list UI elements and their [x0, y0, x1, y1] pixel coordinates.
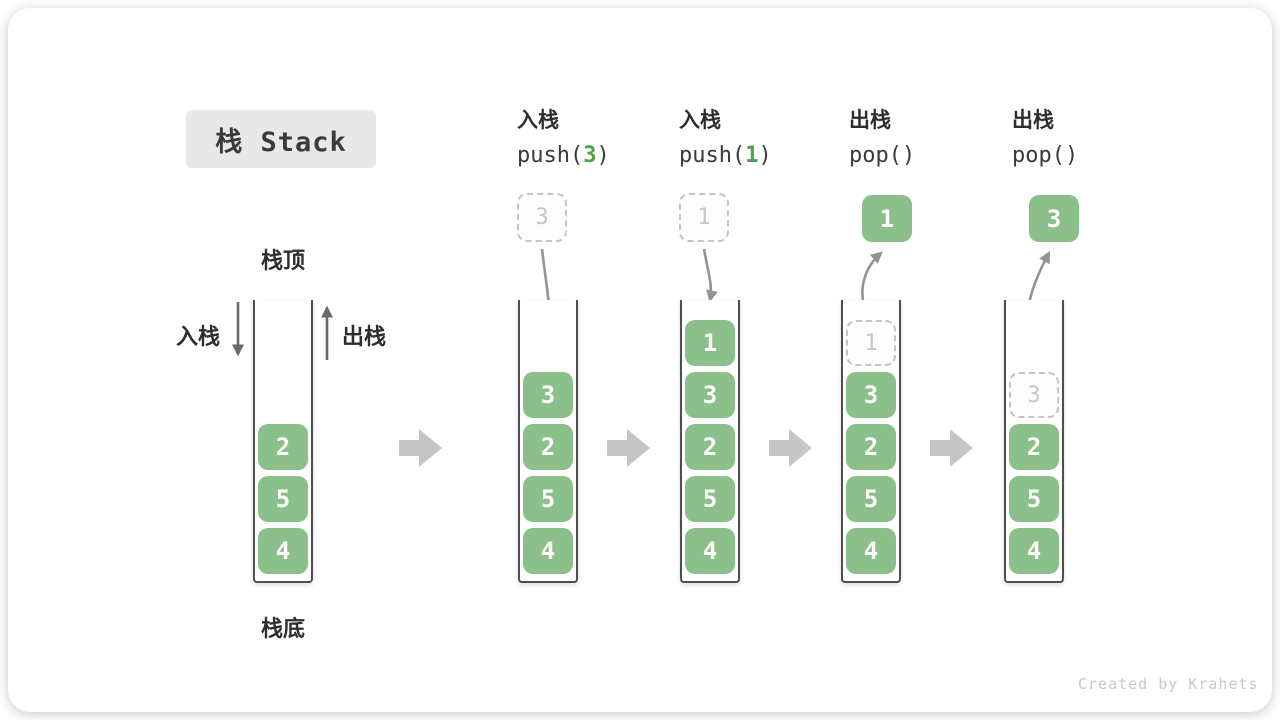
- operation-caption: 出栈 pop(): [1012, 104, 1162, 168]
- stack-block: 2: [685, 424, 735, 470]
- operation-name: 出栈: [1012, 109, 1054, 132]
- watermark: Created by Krahets: [1078, 675, 1259, 693]
- stack-block: 4: [1009, 528, 1059, 574]
- operation-code: push(3): [517, 143, 610, 168]
- stack-block: 4: [685, 528, 735, 574]
- removed-block-ghost: 1: [846, 320, 896, 366]
- stack-block: 4: [258, 528, 308, 574]
- stack-container: 1 3 2 5 4: [841, 300, 901, 583]
- removed-block-ghost: 3: [1009, 372, 1059, 418]
- stack-block: 3: [523, 372, 573, 418]
- operation-code: pop(): [1012, 143, 1079, 168]
- stack-block: 1: [685, 320, 735, 366]
- outgoing-value-box: 3: [1029, 195, 1079, 242]
- operation-name: 入栈: [679, 109, 721, 132]
- stack-container: 3 2 5 4: [1004, 300, 1064, 583]
- stack-block: 2: [258, 424, 308, 470]
- outgoing-value-box: 1: [862, 195, 912, 242]
- incoming-value-box: 1: [679, 193, 729, 242]
- stack-block: 4: [523, 528, 573, 574]
- stack-container: 3 2 5 4: [518, 300, 578, 583]
- stack-block: 2: [1009, 424, 1059, 470]
- stack-block: 3: [685, 372, 735, 418]
- operation-code: pop(): [849, 143, 916, 168]
- stack-block: 5: [523, 476, 573, 522]
- stack-container: 1 3 2 5 4: [680, 300, 740, 583]
- operation-name: 入栈: [517, 109, 559, 132]
- operation-arg: 3: [583, 143, 597, 168]
- incoming-value-box: 3: [517, 193, 567, 242]
- operation-name: 出栈: [849, 109, 891, 132]
- stack-block: 4: [846, 528, 896, 574]
- pop-side-label: 出栈: [342, 324, 387, 349]
- operation-caption: 出栈 pop(): [849, 104, 999, 168]
- stack-block: 3: [846, 372, 896, 418]
- operation-arg: 1: [745, 143, 759, 168]
- stack-container: 2 5 4: [253, 300, 313, 583]
- stack-block: 5: [258, 476, 308, 522]
- stack-bottom-label: 栈底: [260, 616, 305, 641]
- operation-code: push(1): [679, 143, 772, 168]
- stack-block: 5: [846, 476, 896, 522]
- stack-block: 5: [685, 476, 735, 522]
- stack-block: 2: [846, 424, 896, 470]
- stack-block: 5: [1009, 476, 1059, 522]
- page-title: 栈 Stack: [186, 110, 376, 168]
- operation-caption: 入栈 push(3): [517, 104, 667, 168]
- stack-top-label: 栈顶: [260, 248, 305, 273]
- push-side-label: 入栈: [176, 324, 221, 349]
- operation-caption: 入栈 push(1): [679, 104, 829, 168]
- stack-block: 2: [523, 424, 573, 470]
